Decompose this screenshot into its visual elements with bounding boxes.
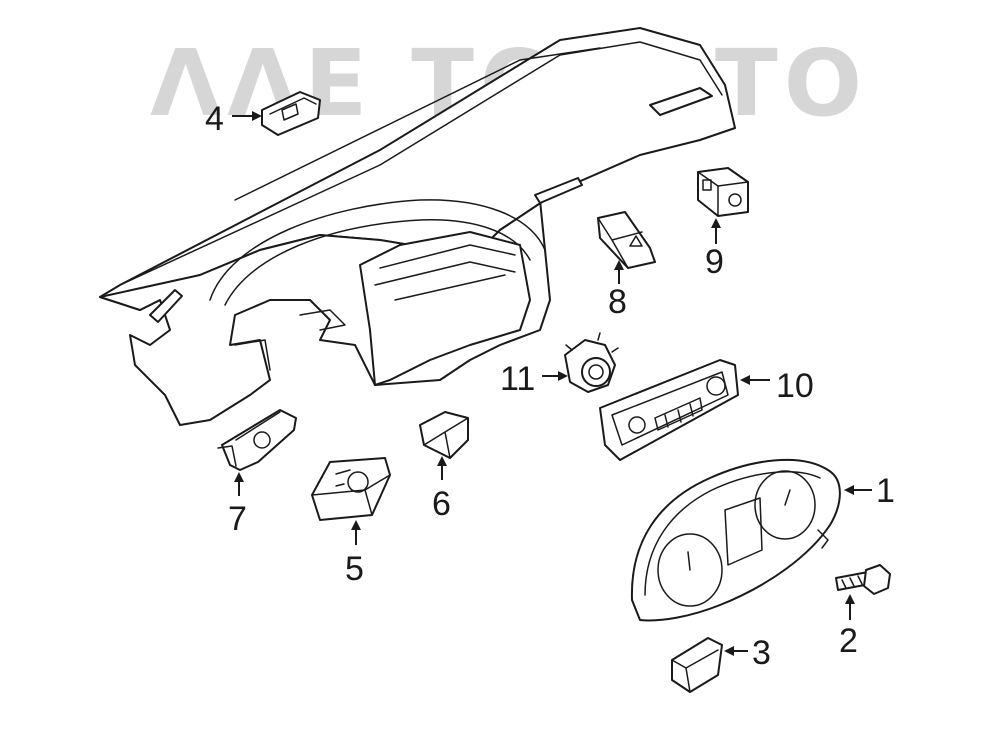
rotary-knob (564, 332, 619, 393)
small-switch (419, 411, 469, 459)
callout-11: 11 (500, 360, 535, 398)
climate-control-panel (599, 359, 739, 461)
instrument-cluster (630, 458, 841, 622)
callout-10: 10 (776, 367, 814, 405)
cluster-bolt (835, 564, 891, 595)
callout-arrows (232, 111, 872, 656)
callout-1: 1 (876, 472, 895, 510)
hazard-switch (597, 211, 656, 269)
headlamp-switch (311, 457, 391, 521)
callout-2: 2 (839, 622, 858, 660)
callout-5: 5 (345, 550, 364, 588)
callout-3: 3 (752, 634, 771, 672)
side-switch-bracket (217, 409, 297, 471)
cluster-connector (671, 637, 723, 693)
dashboard-panel (99, 27, 736, 426)
callout-9: 9 (705, 243, 724, 281)
callout-8: 8 (608, 283, 627, 321)
dash-switch-upper (261, 91, 321, 136)
callout-7: 7 (228, 500, 247, 538)
callout-4: 4 (205, 100, 224, 138)
push-switch (697, 167, 749, 217)
callout-6: 6 (432, 485, 451, 523)
